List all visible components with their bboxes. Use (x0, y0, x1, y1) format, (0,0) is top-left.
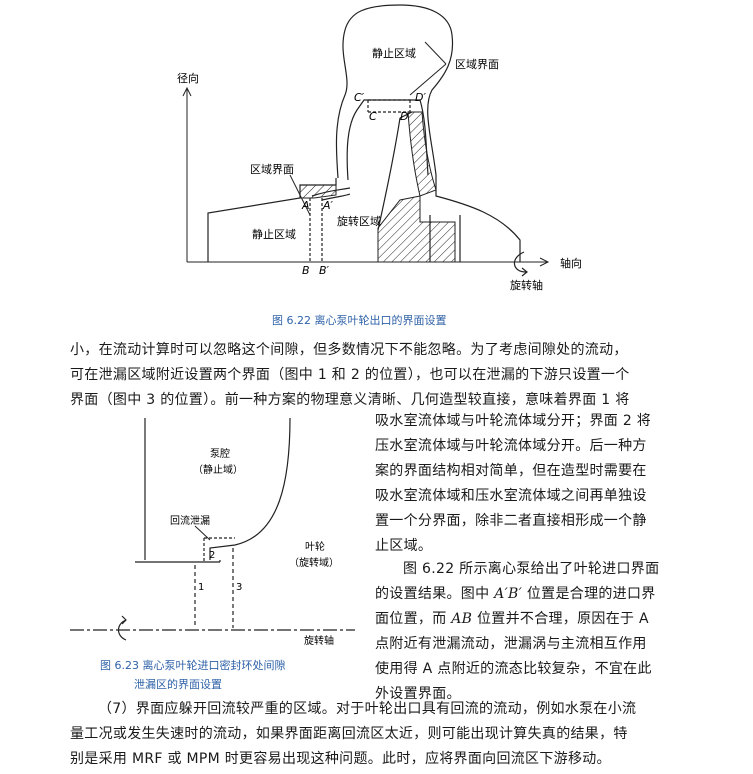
text-line: （7）界面应躲开回流较严重的区域。对于叶轮出口具有回流的流动，例如水泵在小流 (98, 701, 637, 717)
label-a-prime: A′ (322, 199, 334, 212)
text-line: 图 6.22 所示离心泵给出了叶轮进口界面 (403, 561, 660, 577)
label-d: D (400, 110, 408, 123)
paragraph-1: 小，在流动计算时可以忽略这个间隙，但多数情况下不能忽略。为了考虑间隙处的流动， … (70, 338, 630, 413)
label-axial: 轴向 (560, 256, 582, 270)
label-interface-top: 区域界面 (455, 58, 499, 71)
rotation-arrow-icon (513, 251, 527, 273)
text-line: 小，在流动计算时可以忽略这个间隙，但多数情况下不能忽略。为了考虑间隙处的流动， (70, 342, 628, 358)
label-rot-axis: 旋转轴 (510, 278, 543, 292)
label-a: A (301, 199, 310, 212)
label-impeller: 叶轮 (305, 540, 325, 553)
text-line: 可在泄漏区域附近设置两个界面（图中 1 和 2 的位置），也可以在泄漏的下游只设… (70, 367, 630, 383)
paragraph-7: （7）界面应躲开回流较严重的区域。对于叶轮出口具有回流的流动，例如水泵在小流 量… (70, 697, 636, 772)
side-text-2: 图 6.22 所示离心泵给出了叶轮进口界面 的设置结果。图中 A′B′ 位置是合… (375, 557, 659, 707)
label-n2: 2 (209, 550, 215, 561)
label-rotating: 旋转区域 (337, 214, 381, 228)
text-line: 压水室流体域与叶轮流体域分开。后一种方 (375, 438, 647, 454)
impeller-hub-hatch (299, 184, 337, 199)
figure-6-22-caption: 图 6.22 离心泵叶轮出口的界面设置 (272, 314, 447, 327)
text-line: 量工况或发生失速时的流动，如果界面距离回流区太近，则可能出现计算失真的结果，特 (70, 726, 628, 742)
shroud-hatch (407, 111, 437, 197)
label-n3: 3 (236, 582, 242, 593)
label-b-prime: B′ (319, 264, 330, 277)
label-static: （静止域） (193, 463, 243, 476)
text-line: 吸水室流体域与叶轮流体域分开；界面 2 将 (375, 413, 652, 429)
text-line: 使用得 A 点附近的流态比较复杂，不宜在此 (375, 661, 652, 677)
label-static-left: 静止区域 (252, 227, 296, 241)
text-line: 外设置界面。 (375, 686, 461, 702)
label-interface-left: 区域界面 (250, 163, 294, 176)
text-line: 的设置结果。图中 A′B′ 位置是合理的进口界 (375, 586, 656, 602)
caption-line: 图 6.23 离心泵叶轮进口密封环处间隙 (100, 659, 286, 672)
figure-6-22: 径向 静止区域 区域界面 C′ D′ C D 区域界面 A A′ 旋转区域 静止… (177, 4, 582, 292)
text-line: 案的界面结构相对简单，但在造型时需要在 (375, 463, 647, 479)
label-n1: 1 (198, 582, 204, 593)
text-line: 置一个分界面，除非二者直接相形成一个静 (375, 513, 647, 529)
text-line: 界面（图中 3 的位置）。前一种方案的物理意义清晰、几何造型较直接，意味着界面 … (70, 392, 630, 408)
label-static-top: 静止区域 (372, 46, 416, 60)
label-c: C (369, 110, 377, 123)
text-line: 点附近有泄漏流动，泄漏涡与主流相互作用 (375, 636, 647, 652)
label-c-prime: C′ (354, 91, 365, 104)
figure-6-23: 泵腔 （静止域） 回流泄漏 2 叶轮 （旋转域） 1 3 旋转轴 (70, 417, 355, 647)
label-b: B (302, 264, 310, 277)
label-pump-cavity: 泵腔 (210, 447, 230, 460)
text-line: 别是采用 MRF 或 MPM 时更容易出现这种问题。此时，应将界面向回流区下游移… (70, 751, 611, 767)
figure-6-23-caption: 图 6.23 离心泵叶轮进口密封环处间隙 泄漏区的界面设置 (100, 656, 285, 694)
text-line: 止区域。 (375, 538, 433, 554)
side-text: 吸水室流体域与叶轮流体域分开；界面 2 将 压水室流体域与叶轮流体域分开。后一种… (375, 409, 651, 559)
label-d-prime: D′ (415, 91, 426, 104)
label-leak: 回流泄漏 (170, 514, 210, 527)
caption-line: 泄漏区的界面设置 (134, 678, 222, 691)
label-rot-axis: 旋转轴 (304, 634, 334, 647)
label-radial: 径向 (177, 71, 199, 85)
text-line: 面位置，而 AB 位置并不合理，原因在于 A (375, 611, 649, 627)
rotation-arrow-icon (117, 619, 127, 641)
label-rotating: （旋转域） (289, 556, 339, 569)
impeller-hatch (377, 195, 456, 263)
text-line: 吸水室流体域和压水室流体域之间再单独设 (375, 488, 647, 504)
axes (182, 86, 550, 267)
